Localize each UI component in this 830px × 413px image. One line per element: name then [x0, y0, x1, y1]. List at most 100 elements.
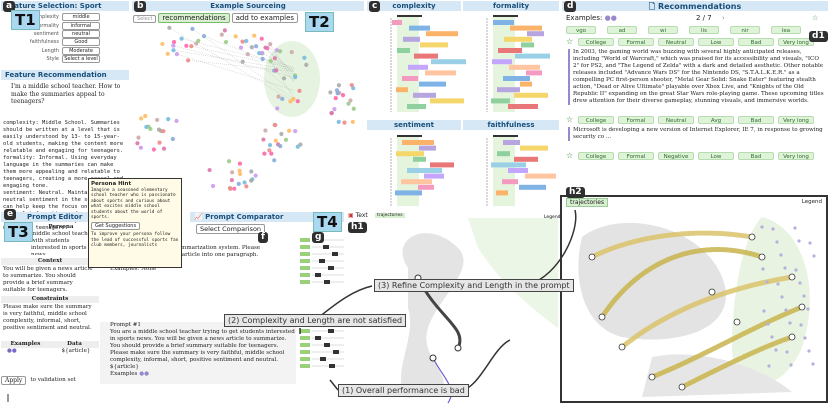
example-dots-rec[interactable]: ●● [604, 14, 617, 22]
feature-label: Style [46, 56, 59, 63]
sourcing-scatter[interactable] [132, 24, 364, 204]
example-point [774, 348, 778, 352]
sourcing-tabs: Select recommendations add to examples [133, 13, 299, 23]
example-point [280, 96, 285, 101]
example-point [166, 117, 171, 122]
formality-header: formality [463, 1, 559, 11]
tab-recommendations[interactable]: recommendations [158, 13, 230, 23]
level-chip[interactable]: ad [607, 26, 637, 34]
example-point [267, 148, 272, 153]
example-point [184, 43, 189, 48]
example-bar [407, 104, 426, 109]
pager-next-icon[interactable]: › [722, 14, 725, 22]
example-point [185, 58, 191, 63]
rec-chip: Bad [738, 38, 774, 46]
feature-level-dropdown[interactable]: neutral [62, 29, 100, 38]
example-point [160, 41, 165, 47]
persona-label: Persona [48, 224, 74, 230]
tag-b: b [134, 1, 147, 12]
example-point [238, 45, 244, 50]
feature-level-dropdown[interactable]: Moderate [62, 46, 100, 55]
example-point [273, 138, 278, 143]
legend-label: Legend [801, 199, 822, 205]
example-point [807, 349, 811, 353]
get-suggestions-button[interactable]: Get Suggestions [91, 222, 141, 231]
example-bar [527, 31, 544, 37]
apply-button[interactable]: Apply [1, 376, 27, 385]
example-point [349, 83, 354, 88]
trajectory-node [618, 343, 626, 351]
example-bar [504, 36, 532, 42]
example-point [161, 129, 166, 134]
prompt-editor-panel: Persona middle school teacher with stude… [1, 224, 99, 404]
example-point [295, 99, 300, 104]
feature-level-dropdown[interactable]: informal [62, 21, 100, 30]
example-point [812, 254, 816, 258]
answer-line: formality: Informal. Using everyday [3, 154, 117, 161]
level-chip[interactable]: wi [648, 26, 678, 34]
comparator-bars[interactable] [296, 238, 348, 386]
level-chip[interactable]: lea [771, 26, 801, 34]
persona-hint-popup: Persona Hint Imagine a seasoned elementa… [88, 178, 182, 268]
rec-chip: Avg [698, 116, 734, 124]
tab-add-to-examples[interactable]: add to examples [231, 13, 299, 23]
select-button[interactable]: Select [133, 15, 157, 23]
trajectory-zoom-panel[interactable]: trajectories Legend [560, 195, 828, 403]
example-point [268, 41, 273, 47]
example-point [276, 94, 281, 99]
example-point [138, 145, 143, 150]
example-point [766, 322, 770, 326]
trajectories-tab[interactable]: trajectories [566, 198, 609, 207]
example-bar [407, 168, 442, 173]
text-tab[interactable]: ▣ Text [348, 212, 368, 219]
faithfulness-header: faithfulness [463, 120, 559, 130]
example-point [155, 117, 160, 123]
feature-distribution-columns[interactable] [367, 12, 560, 208]
trajectory-node [648, 373, 656, 381]
rec-chip: Bad [738, 116, 774, 124]
rec-chip: Formal [618, 38, 654, 46]
star-icon[interactable]: ☆ [566, 37, 574, 46]
feature-label: sentiment [33, 30, 59, 37]
example-point [765, 280, 769, 284]
example-point [783, 266, 787, 270]
star-icon[interactable]: ☆ [566, 115, 574, 124]
level-chip[interactable]: lis [689, 26, 719, 34]
feature-level-dropdown[interactable]: middle [62, 13, 100, 22]
example-point [771, 227, 775, 231]
context-text[interactable]: You will be given a news article to summ… [3, 266, 93, 293]
prompt-1[interactable]: Prompt #1 You are a middle school teache… [100, 322, 296, 384]
example-point [226, 159, 232, 164]
trajectories-tab-small[interactable]: trajectories [375, 213, 405, 218]
comparator-select[interactable]: Select Comparison [196, 224, 266, 234]
example-dots[interactable]: ●● [7, 348, 17, 354]
feature-level-dropdown[interactable]: Select a level [62, 55, 100, 64]
example-point [775, 240, 779, 244]
example-bar [519, 184, 546, 190]
persona-text[interactable]: middle school teacher with students inte… [31, 231, 94, 255]
link-line [265, 47, 295, 82]
example-point [161, 146, 167, 151]
level-chip[interactable]: vgo [566, 26, 596, 34]
star-icon[interactable]: ☆ [812, 14, 819, 22]
level-chip[interactable]: nir [730, 26, 760, 34]
score-swatch [300, 245, 310, 249]
example-point [219, 32, 224, 37]
example-point [263, 45, 268, 50]
example-point [278, 144, 283, 149]
example-point [351, 106, 356, 111]
constraints-text[interactable]: Please make sure the summary is very fai… [3, 304, 92, 331]
star-icon[interactable]: ☆ [566, 151, 574, 160]
feature-level-dropdown[interactable]: Good [62, 38, 100, 47]
trajectory-overview[interactable]: Legend [348, 208, 562, 404]
example-point [334, 88, 340, 93]
example-point [295, 144, 300, 149]
example-point [346, 101, 351, 106]
